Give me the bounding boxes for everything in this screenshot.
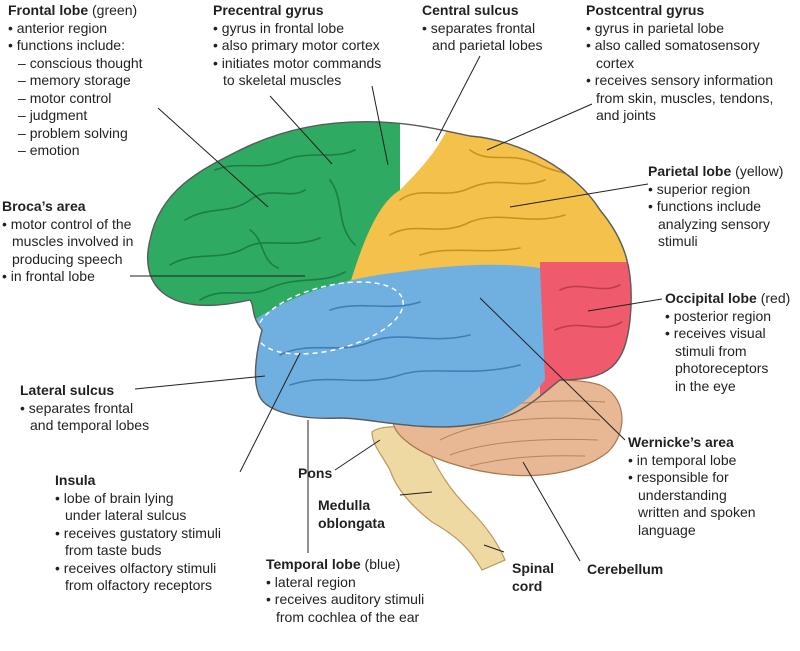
label-insula: Insula lobe of brain lying under lateral… [55, 472, 221, 595]
leader-lines [130, 55, 663, 562]
occipital-lobe-title: Occipital lobe [665, 290, 757, 306]
label-frontal-lobe: Frontal lobe (green) anterior region fun… [8, 2, 143, 160]
central-sulcus-title: Central sulcus [422, 2, 519, 18]
cerebrum [147, 121, 632, 427]
insula-title: Insula [55, 472, 96, 488]
temporal-lobe-region [239, 264, 545, 427]
label-temporal-lobe: Temporal lobe (blue) lateral region rece… [266, 556, 424, 626]
spinal-cord-title: Spinal [512, 560, 555, 576]
label-spinal-cord: Spinal cord [512, 560, 555, 594]
insula-outline [256, 281, 404, 355]
cerebrum-outline [146, 121, 632, 428]
label-postcentral-gyrus: Postcentral gyrus gyrus in parietal lobe… [586, 2, 773, 125]
cerebellum-title: Cerebellum [587, 561, 664, 577]
medulla-title: Medulla [318, 497, 371, 513]
label-brocas-area: Broca’s area motor control of the muscle… [2, 198, 133, 286]
label-cerebellum: Cerebellum [587, 561, 663, 579]
brocas-area-title: Broca’s area [2, 198, 86, 214]
lateral-sulcus-title: Lateral sulcus [20, 382, 115, 398]
label-medulla-oblongata: Medulla oblongata [318, 497, 385, 531]
wernickes-area-title: Wernicke’s area [628, 434, 734, 450]
label-wernickes-area: Wernicke’s area in temporal lobe respons… [628, 434, 756, 539]
label-parietal-lobe: Parietal lobe (yellow) superior region f… [648, 163, 783, 251]
label-precentral-gyrus: Precentral gyrus gyrus in frontal lobe a… [213, 2, 381, 90]
parietal-lobe-title: Parietal lobe [648, 163, 732, 179]
pons-title: Pons [298, 465, 333, 481]
label-lateral-sulcus: Lateral sulcus separates frontal and tem… [20, 382, 149, 435]
precentral-gyrus-title: Precentral gyrus [213, 2, 324, 18]
postcentral-gyrus-title: Postcentral gyrus [586, 2, 705, 18]
label-occipital-lobe: Occipital lobe (red) posterior region re… [665, 290, 790, 395]
temporal-lobe-title: Temporal lobe [266, 556, 361, 572]
frontal-lobe-title: Frontal lobe [8, 2, 89, 18]
label-central-sulcus: Central sulcus separates frontal and par… [422, 2, 543, 55]
label-pons: Pons [298, 465, 332, 483]
